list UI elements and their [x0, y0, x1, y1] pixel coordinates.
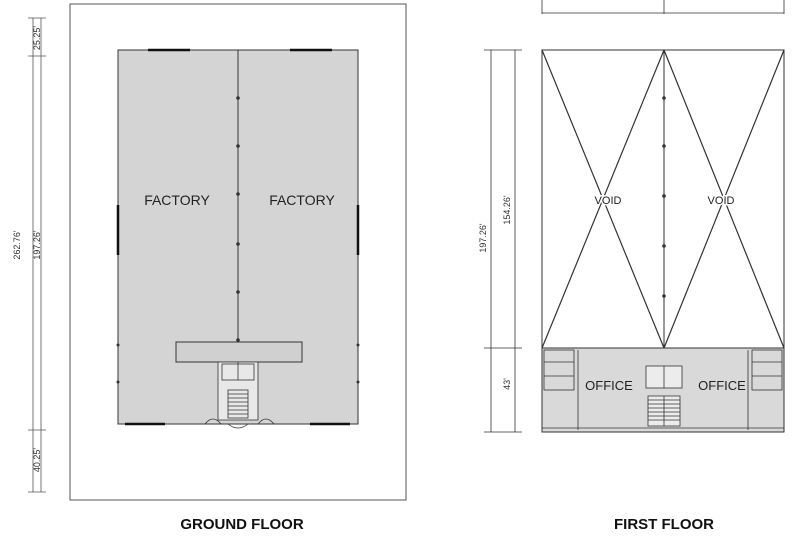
- first-dim-void-depth: 154.26': [502, 195, 512, 225]
- first-office-right: OFFICE: [698, 378, 746, 393]
- first-dim-overall: 197.26': [478, 223, 488, 253]
- ground-room-factory-right: FACTORY: [269, 192, 335, 208]
- first-void-zone: [541, 49, 785, 349]
- first-void-left: VOID: [595, 195, 622, 207]
- ground-dim-bottom-setback: 40.25': [32, 448, 42, 473]
- ground-floor-title: GROUND FLOOR: [180, 516, 303, 533]
- ground-floor-plan: 25.25' 262.76' 197.26' 40.25': [12, 3, 407, 533]
- first-dim-office-depth: 43': [502, 378, 512, 390]
- first-office-left: OFFICE: [585, 378, 633, 393]
- ground-dim-building: 197.26': [32, 230, 42, 260]
- ground-dim-overall: 262.76': [12, 230, 22, 260]
- first-top-dimension-marks: [541, 0, 785, 14]
- ground-stair-core: [204, 361, 275, 429]
- first-void-crosses: [541, 49, 785, 349]
- ground-room-factory-left: FACTORY: [144, 192, 210, 208]
- ground-dim-top-setback: 25.25': [32, 26, 42, 51]
- ground-mezzanine-strip: [175, 341, 303, 363]
- ground-dimension-lines: [28, 17, 46, 493]
- first-floor-title: FIRST FLOOR: [614, 516, 714, 533]
- ground-column-dots: [116, 96, 360, 384]
- ground-opening-marks: [116, 48, 360, 426]
- first-floor-plan: 197.26' 154.26' 43': [478, 0, 785, 533]
- first-column-dots: [662, 96, 666, 298]
- first-office-partitions: [542, 349, 784, 430]
- first-void-right: VOID: [708, 195, 735, 207]
- first-dimension-lines: [484, 49, 522, 433]
- first-stair-core: [645, 365, 683, 427]
